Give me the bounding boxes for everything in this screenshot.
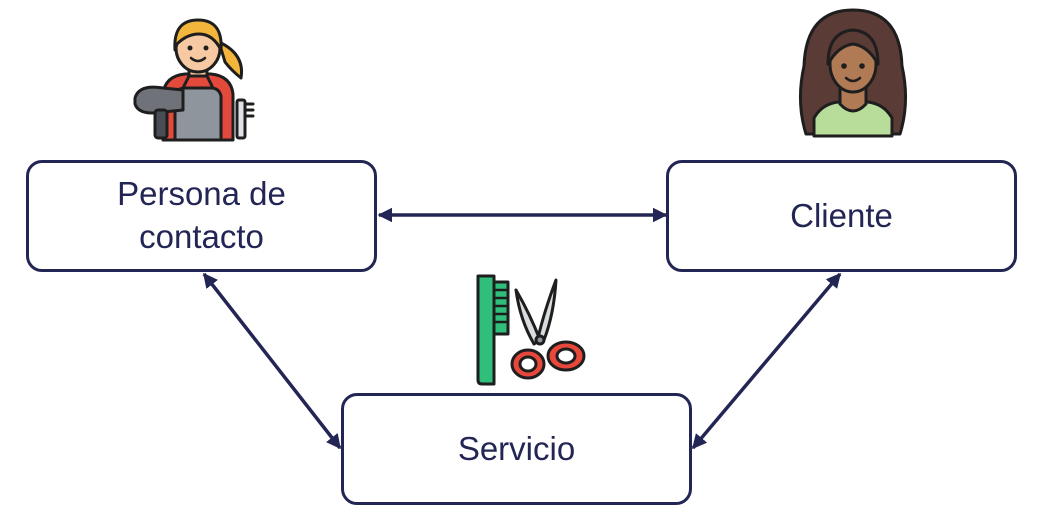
arrow-contact-service [202, 272, 342, 450]
hairdresser-icon [133, 12, 263, 142]
arrow-client-service [691, 272, 842, 450]
woman-icon [792, 6, 914, 138]
node-contact-person-label: Persona de contacto [117, 175, 286, 255]
comb-and-scissors-icon [474, 270, 590, 388]
node-service-label: Servicio [457, 429, 576, 467]
node-client-label: Cliente [790, 196, 893, 234]
node-service: Servicio [341, 393, 692, 505]
node-contact-person: Persona de contacto [26, 160, 377, 272]
node-client: Cliente [666, 160, 1017, 272]
